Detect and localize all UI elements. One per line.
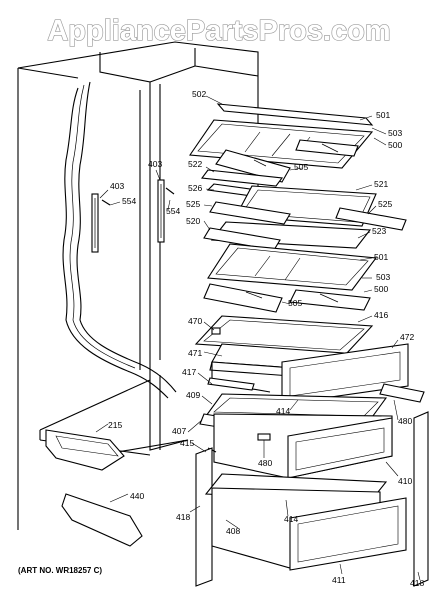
shelf-support-left bbox=[91, 193, 99, 253]
callout-471: 471 bbox=[188, 348, 202, 358]
callout-502: 502 bbox=[192, 89, 206, 99]
shelf-support-right bbox=[157, 179, 165, 243]
callout-505-lower: 505 bbox=[288, 298, 302, 308]
callout-409: 409 bbox=[186, 390, 200, 400]
clip-470 bbox=[211, 327, 221, 335]
callout-503-lower: 503 bbox=[376, 272, 390, 282]
leader-lines bbox=[95, 95, 421, 581]
callout-523: 523 bbox=[372, 226, 386, 236]
callout-407: 407 bbox=[172, 426, 186, 436]
callout-526: 526 bbox=[188, 183, 202, 193]
callout-500-lower: 500 bbox=[374, 284, 388, 294]
callout-503: 503 bbox=[388, 128, 402, 138]
watermark-text: AppliancePartsPros.com bbox=[47, 15, 390, 47]
shelf-bracket-505-lower bbox=[203, 283, 371, 313]
callout-554-left: 554 bbox=[122, 196, 136, 206]
drawer-slide-480-right bbox=[379, 383, 425, 403]
callout-501-lower: 501 bbox=[374, 252, 388, 262]
callout-440: 440 bbox=[130, 491, 144, 501]
door-bin-215 bbox=[45, 429, 125, 471]
callout-470: 470 bbox=[188, 316, 202, 326]
screw-left bbox=[101, 199, 111, 206]
callout-500: 500 bbox=[388, 140, 402, 150]
glass-shelf-416 bbox=[194, 315, 374, 355]
drawer-glide-480-center bbox=[257, 433, 271, 441]
callout-410: 410 bbox=[398, 476, 412, 486]
callout-480-right: 480 bbox=[398, 416, 412, 426]
callout-525: 525 bbox=[378, 199, 392, 209]
art-number-note: (ART NO. WR18257 C) bbox=[18, 566, 102, 575]
shelf-bracket-505-upper bbox=[215, 139, 359, 183]
callout-505: 505 bbox=[294, 162, 308, 172]
shelf-frame-522 bbox=[200, 169, 284, 187]
callout-215: 215 bbox=[108, 420, 122, 430]
callout-labels: 502 501 503 500 505 522 526 521 525 525 … bbox=[108, 89, 424, 588]
shelf-rail-502 bbox=[216, 103, 374, 126]
glass-shelf-501 bbox=[189, 119, 374, 169]
glass-shelf-501-lower bbox=[207, 243, 378, 291]
callout-521: 521 bbox=[374, 179, 388, 189]
bin-trim-440 bbox=[61, 493, 143, 547]
callout-408: 408 bbox=[226, 526, 240, 536]
callout-414-lower: 414 bbox=[284, 514, 298, 524]
callout-417: 417 bbox=[182, 367, 196, 377]
drawer-front-411 bbox=[289, 497, 407, 571]
callout-403-right: 403 bbox=[148, 159, 162, 169]
callout-522: 522 bbox=[188, 159, 202, 169]
callout-525: 525 bbox=[186, 199, 200, 209]
slide-rails-525 bbox=[209, 201, 407, 231]
side-panel-418-left bbox=[195, 447, 213, 587]
callout-520: 520 bbox=[186, 216, 200, 226]
callout-418-right: 418 bbox=[410, 578, 424, 588]
side-panel-418-right bbox=[413, 411, 429, 587]
callout-418-left: 418 bbox=[176, 512, 190, 522]
callout-414: 414 bbox=[276, 406, 290, 416]
callout-403-left: 403 bbox=[110, 181, 124, 191]
callout-480-center: 480 bbox=[258, 458, 272, 468]
screw-right bbox=[165, 187, 175, 195]
callout-501: 501 bbox=[376, 110, 390, 120]
callout-411: 411 bbox=[332, 575, 346, 585]
upper-crisper-drawer bbox=[213, 413, 393, 479]
callout-472: 472 bbox=[400, 332, 414, 342]
drawer-front-472 bbox=[281, 343, 409, 405]
crisper-rail-417 bbox=[207, 377, 255, 391]
callout-554-right: 554 bbox=[166, 206, 180, 216]
callout-415: 415 bbox=[180, 438, 194, 448]
callout-416: 416 bbox=[374, 310, 388, 320]
